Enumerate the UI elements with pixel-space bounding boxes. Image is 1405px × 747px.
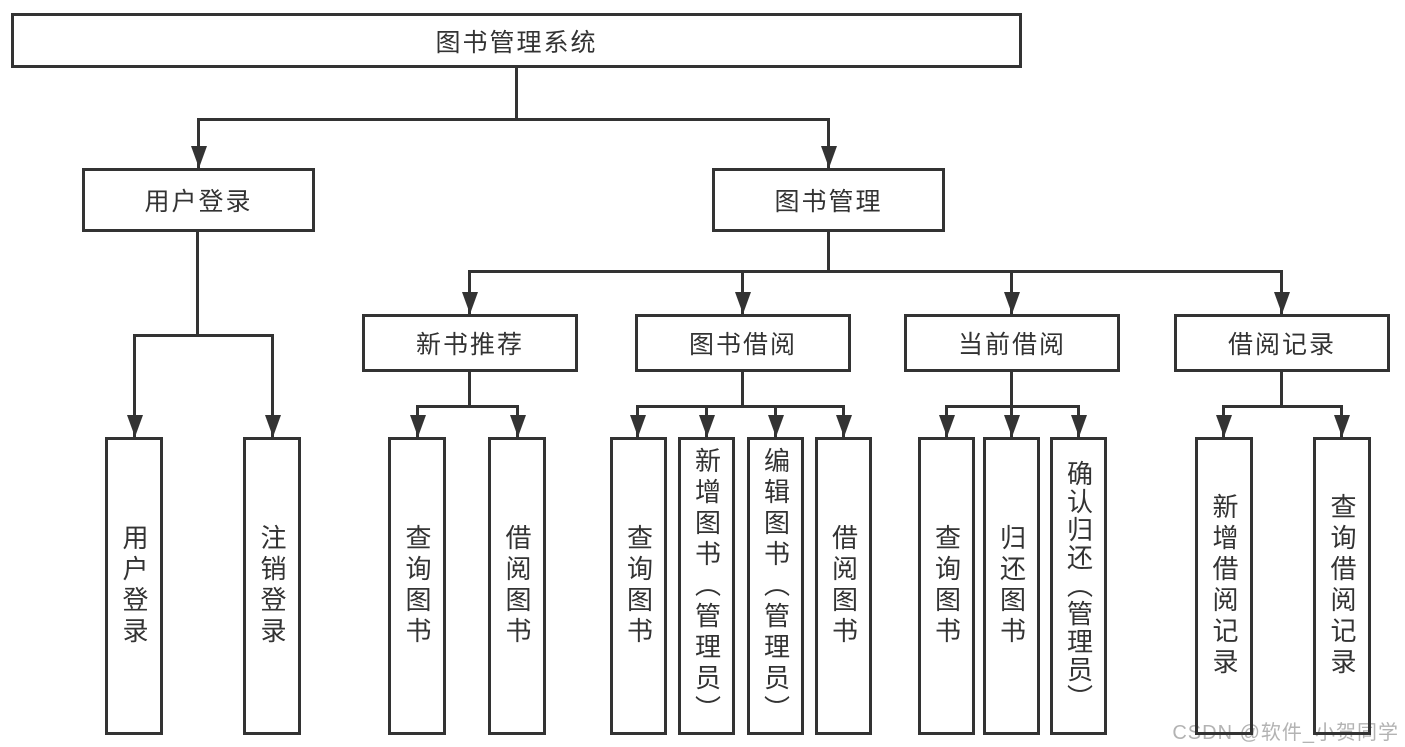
- leaf-logout-label: 注销登录: [257, 524, 287, 648]
- node-book-management-label: 图书管理: [774, 188, 883, 216]
- arrowhead-add-record-icon: [1216, 415, 1232, 437]
- connector-drop-user-login: [197, 118, 200, 168]
- node-root-system: 图书管理系统: [11, 13, 1022, 68]
- leaf-user-login: 用户登录: [105, 437, 163, 735]
- arrowhead-borrow-record-icon: [1274, 292, 1290, 314]
- connector-book-borrow-branch: [636, 405, 845, 408]
- node-book-borrow: 图书借阅: [635, 314, 851, 372]
- connector-drop-leaf-logout: [271, 334, 274, 437]
- connector-user-login-stem: [196, 232, 199, 337]
- node-user-login: 用户登录: [82, 168, 315, 232]
- connector-new-book-branch: [416, 405, 519, 408]
- arrowhead-book-management-icon: [821, 146, 837, 168]
- connector-level3-branch: [468, 270, 1283, 273]
- leaf-add-books-admin-label: 新增图书（管理员）: [691, 446, 722, 726]
- arrowhead-query-record-icon: [1334, 415, 1350, 437]
- leaf-user-login-label: 用户登录: [119, 524, 149, 648]
- leaf-borrow-books-1: 借阅图书: [488, 437, 546, 735]
- leaf-add-books-admin: 新增图书（管理员）: [678, 437, 735, 735]
- connector-root-stem: [515, 68, 518, 120]
- arrowhead-current-borrow-icon: [1004, 292, 1020, 314]
- node-new-book-recommend: 新书推荐: [362, 314, 578, 372]
- connector-borrow-record-branch: [1222, 405, 1343, 408]
- node-borrow-record: 借阅记录: [1174, 314, 1390, 372]
- leaf-add-borrow-record-label: 新增借阅记录: [1209, 493, 1239, 679]
- leaf-query-borrow-record: 查询借阅记录: [1313, 437, 1371, 735]
- connector-user-login-branch: [133, 334, 274, 337]
- leaf-confirm-return-admin: 确认归还（管理员）: [1050, 437, 1107, 735]
- leaf-borrow-books-2: 借阅图书: [815, 437, 872, 735]
- arrowhead-add-books-icon: [699, 415, 715, 437]
- node-book-management: 图书管理: [712, 168, 945, 232]
- arrowhead-return-books-icon: [1004, 415, 1020, 437]
- node-user-login-label: 用户登录: [144, 188, 253, 216]
- leaf-edit-books-admin: 编辑图书（管理员）: [747, 437, 804, 735]
- arrowhead-borrow-books-1-icon: [510, 415, 526, 437]
- leaf-confirm-return-admin-label: 确认归还（管理员）: [1063, 460, 1094, 712]
- leaf-query-books-3-label: 查询图书: [931, 524, 962, 648]
- connector-drop-leaf-login: [133, 334, 136, 437]
- arrowhead-query-books-1-icon: [410, 415, 426, 437]
- arrowhead-edit-books-icon: [768, 415, 784, 437]
- arrowhead-confirm-return-icon: [1071, 415, 1087, 437]
- arrowhead-new-book-icon: [462, 292, 478, 314]
- connector-borrow-record-stem: [1280, 370, 1283, 408]
- leaf-add-borrow-record: 新增借阅记录: [1195, 437, 1253, 735]
- leaf-borrow-books-1-label: 借阅图书: [502, 524, 532, 648]
- leaf-borrow-books-2-label: 借阅图书: [828, 524, 859, 648]
- node-root-label: 图书管理系统: [435, 28, 598, 57]
- arrowhead-book-borrow-icon: [735, 292, 751, 314]
- leaf-logout: 注销登录: [243, 437, 301, 735]
- leaf-query-books-1: 查询图书: [388, 437, 446, 735]
- node-borrow-record-label: 借阅记录: [1227, 331, 1336, 359]
- connector-level2-branch: [197, 118, 830, 121]
- arrowhead-query-books-2-icon: [630, 415, 646, 437]
- node-current-borrow-label: 当前借阅: [957, 331, 1066, 359]
- leaf-edit-books-admin-label: 编辑图书（管理员）: [760, 446, 791, 726]
- connector-new-book-stem: [468, 370, 471, 408]
- leaf-query-books-2: 查询图书: [610, 437, 667, 735]
- leaf-query-books-1-label: 查询图书: [402, 524, 432, 648]
- node-current-borrow: 当前借阅: [904, 314, 1120, 372]
- arrowhead-leaf-login-icon: [127, 415, 143, 437]
- connector-current-borrow-stem: [1010, 370, 1013, 408]
- arrowhead-borrow-books-2-icon: [836, 415, 852, 437]
- node-new-book-recommend-label: 新书推荐: [415, 331, 524, 359]
- leaf-query-books-3: 查询图书: [918, 437, 975, 735]
- leaf-query-borrow-record-label: 查询借阅记录: [1327, 493, 1357, 679]
- connector-drop-book-management: [827, 118, 830, 168]
- leaf-return-books-label: 归还图书: [996, 524, 1027, 648]
- arrowhead-leaf-logout-icon: [265, 415, 281, 437]
- node-book-borrow-label: 图书借阅: [688, 331, 797, 359]
- connector-book-borrow-stem: [741, 370, 744, 408]
- leaf-return-books: 归还图书: [983, 437, 1040, 735]
- arrowhead-user-login-icon: [191, 146, 207, 168]
- leaf-query-books-2-label: 查询图书: [623, 524, 654, 648]
- arrowhead-query-books-3-icon: [939, 415, 955, 437]
- watermark-text: CSDN @软件_小贺同学: [1172, 722, 1399, 744]
- connector-book-management-stem: [827, 232, 830, 272]
